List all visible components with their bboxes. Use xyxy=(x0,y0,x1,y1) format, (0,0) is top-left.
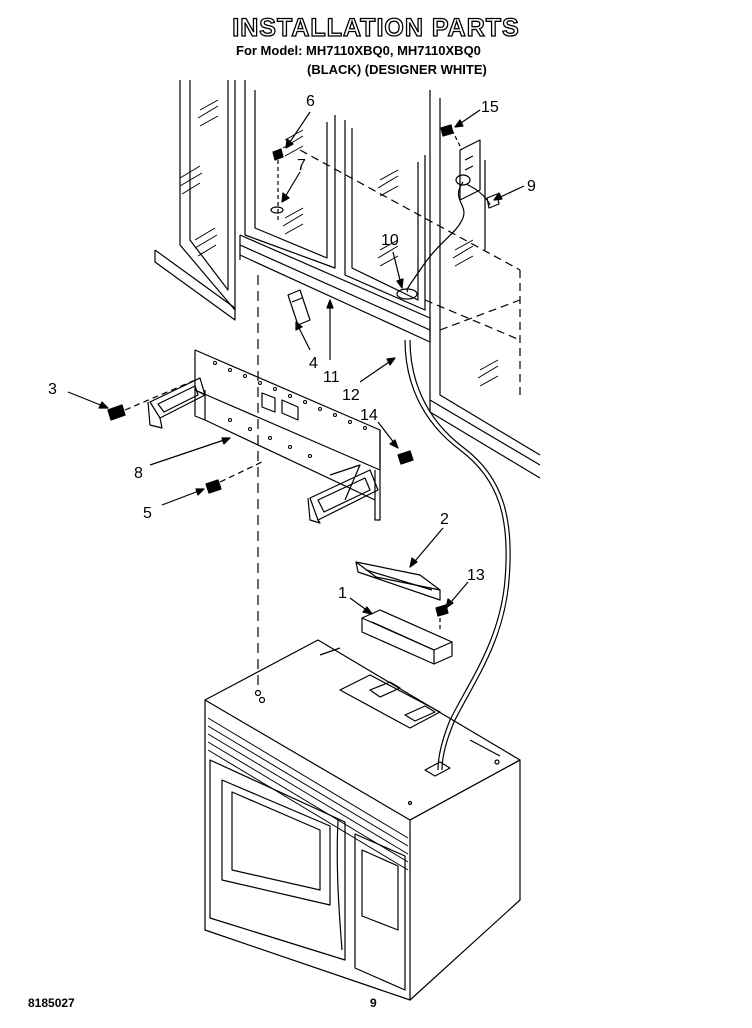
callout-13: 13 xyxy=(467,567,485,584)
callout-6: 6 xyxy=(306,93,315,110)
screw-3 xyxy=(107,404,126,421)
wall-outlet xyxy=(455,139,481,201)
bracket-4 xyxy=(287,289,311,326)
callout-8: 8 xyxy=(134,465,143,482)
callout-1: 1 xyxy=(338,585,347,602)
callout-4: 4 xyxy=(309,355,318,372)
callout-3: 3 xyxy=(48,381,57,398)
callout-5: 5 xyxy=(143,505,152,522)
screw-5 xyxy=(205,479,222,494)
microwave-oven xyxy=(204,639,521,1001)
callout-2: 2 xyxy=(440,511,449,528)
screw-6 xyxy=(272,148,284,220)
callout-11: 11 xyxy=(323,369,340,386)
page-title: INSTALLATION PARTS xyxy=(232,13,520,42)
part-1 xyxy=(361,609,453,665)
color-line: (BLACK) (DESIGNER WHITE) xyxy=(307,62,487,77)
screw-13 xyxy=(435,604,449,617)
callout-15: 15 xyxy=(481,99,499,116)
callout-7: 7 xyxy=(297,157,306,174)
leader-lines xyxy=(67,109,525,615)
callout-10: 10 xyxy=(381,232,399,249)
upper-cabinets xyxy=(154,80,541,479)
callout-9: 9 xyxy=(527,178,536,195)
callout-12: 12 xyxy=(342,387,360,404)
screw-14 xyxy=(397,450,414,465)
washer-7 xyxy=(270,206,284,214)
power-cord xyxy=(396,181,511,771)
document-number: 8185027 xyxy=(28,996,75,1010)
part-2 xyxy=(355,561,441,601)
page-number: 9 xyxy=(370,996,377,1010)
callout-14: 14 xyxy=(360,407,378,424)
mounting-plate-8 xyxy=(147,349,381,524)
screw-15 xyxy=(440,124,463,151)
model-line: For Model: MH7110XBQ0, MH7110XBQ0 xyxy=(236,43,481,58)
